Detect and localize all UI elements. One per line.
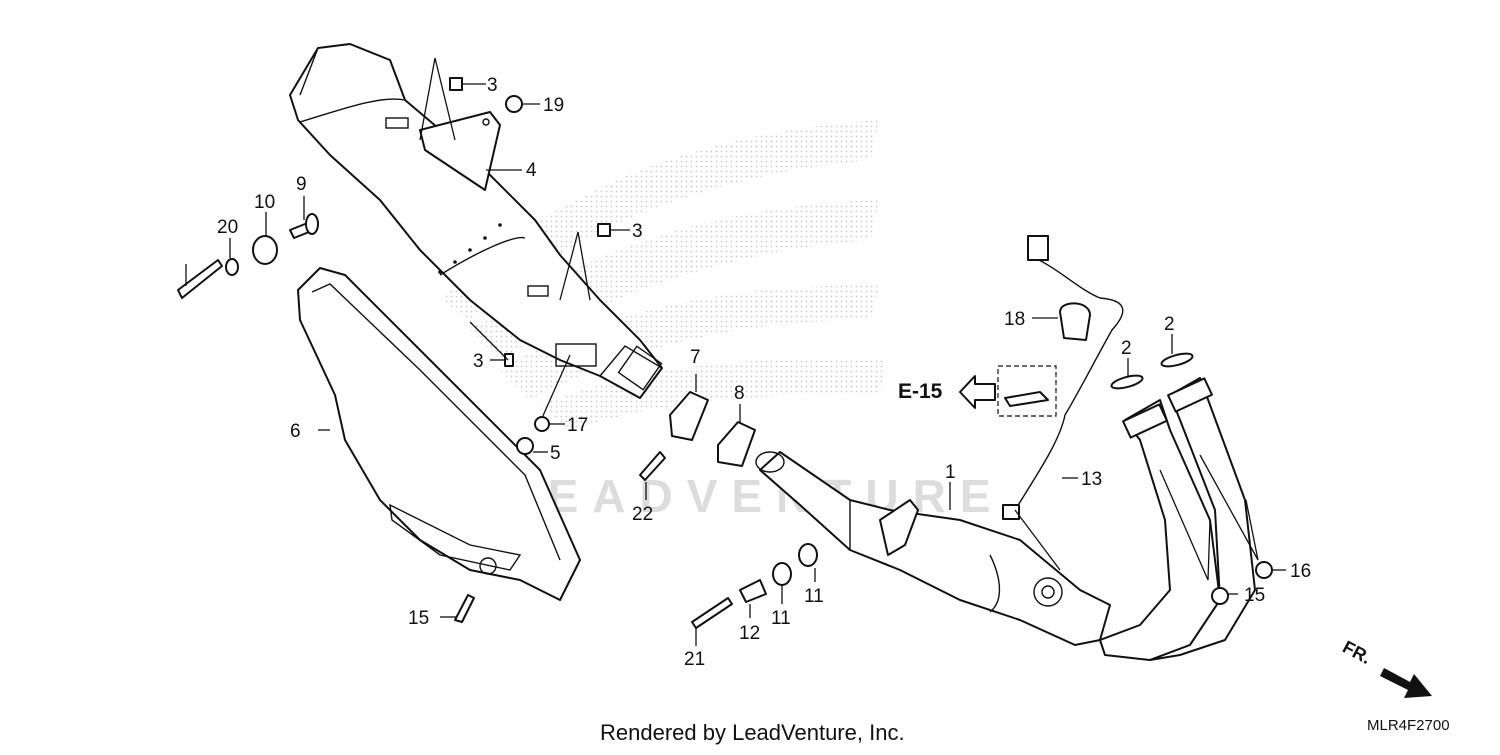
- label-9[interactable]: 9: [296, 174, 307, 195]
- o2-sensor-wire[interactable]: [1002, 235, 1124, 520]
- label-2b[interactable]: 2: [1164, 314, 1175, 335]
- exhaust-link-pipe[interactable]: [755, 451, 1111, 646]
- label-5[interactable]: 5: [550, 443, 561, 464]
- label-4[interactable]: 4: [526, 160, 537, 181]
- diagram-code: MLR4F2700: [1367, 717, 1450, 734]
- muffler[interactable]: [289, 43, 663, 399]
- label-16[interactable]: 17: [567, 415, 588, 436]
- muffler-cover[interactable]: [297, 267, 581, 601]
- footer-credit: Rendered by LeadVenture, Inc.: [600, 720, 905, 745]
- label-10[interactable]: 10: [254, 192, 275, 213]
- label-11b[interactable]: 11: [804, 586, 824, 607]
- label-20[interactable]: 21: [684, 649, 705, 670]
- reference-e15[interactable]: [959, 365, 1057, 417]
- leader-lines: [185, 57, 1286, 646]
- label-13[interactable]: 13: [1081, 469, 1102, 490]
- label-15b[interactable]: 16: [1290, 561, 1311, 582]
- label-e15[interactable]: E-15: [898, 380, 943, 403]
- label-3b[interactable]: 3: [632, 221, 643, 242]
- label-18[interactable]: 19: [543, 95, 564, 116]
- watermark-wing: [440, 120, 885, 430]
- muffler-bracket[interactable]: [419, 111, 501, 191]
- label-19[interactable]: 20: [217, 217, 238, 238]
- label-1[interactable]: 1: [945, 462, 956, 483]
- label-3c[interactable]: 3: [473, 351, 484, 372]
- label-17[interactable]: 18: [1004, 309, 1025, 330]
- label-7[interactable]: 7: [690, 347, 701, 368]
- front-direction-indicator: FR.: [1339, 637, 1432, 698]
- label-6[interactable]: 6: [290, 421, 301, 442]
- exhaust-headers[interactable]: [1099, 377, 1256, 661]
- label-15a[interactable]: 15: [1244, 585, 1265, 606]
- label-12[interactable]: 12: [739, 623, 760, 644]
- label-3a[interactable]: 3: [487, 75, 498, 96]
- hardware[interactable]: [177, 77, 1273, 629]
- fr-label: FR.: [1339, 637, 1374, 668]
- fr-arrow-icon: [1380, 668, 1432, 698]
- label-2a[interactable]: 2: [1121, 338, 1132, 359]
- label-21[interactable]: 22: [632, 504, 653, 525]
- label-11a[interactable]: 11: [771, 608, 791, 629]
- label-8[interactable]: 8: [734, 383, 745, 404]
- label-14[interactable]: 15: [408, 608, 429, 629]
- watermark-text: LEADVENTURE: [505, 470, 1004, 522]
- part-labels: 3 19 4 3 3 17 5 6 15 9 10 20 7 8 22 21 1…: [217, 75, 1311, 670]
- wire-clamp[interactable]: [1059, 302, 1091, 341]
